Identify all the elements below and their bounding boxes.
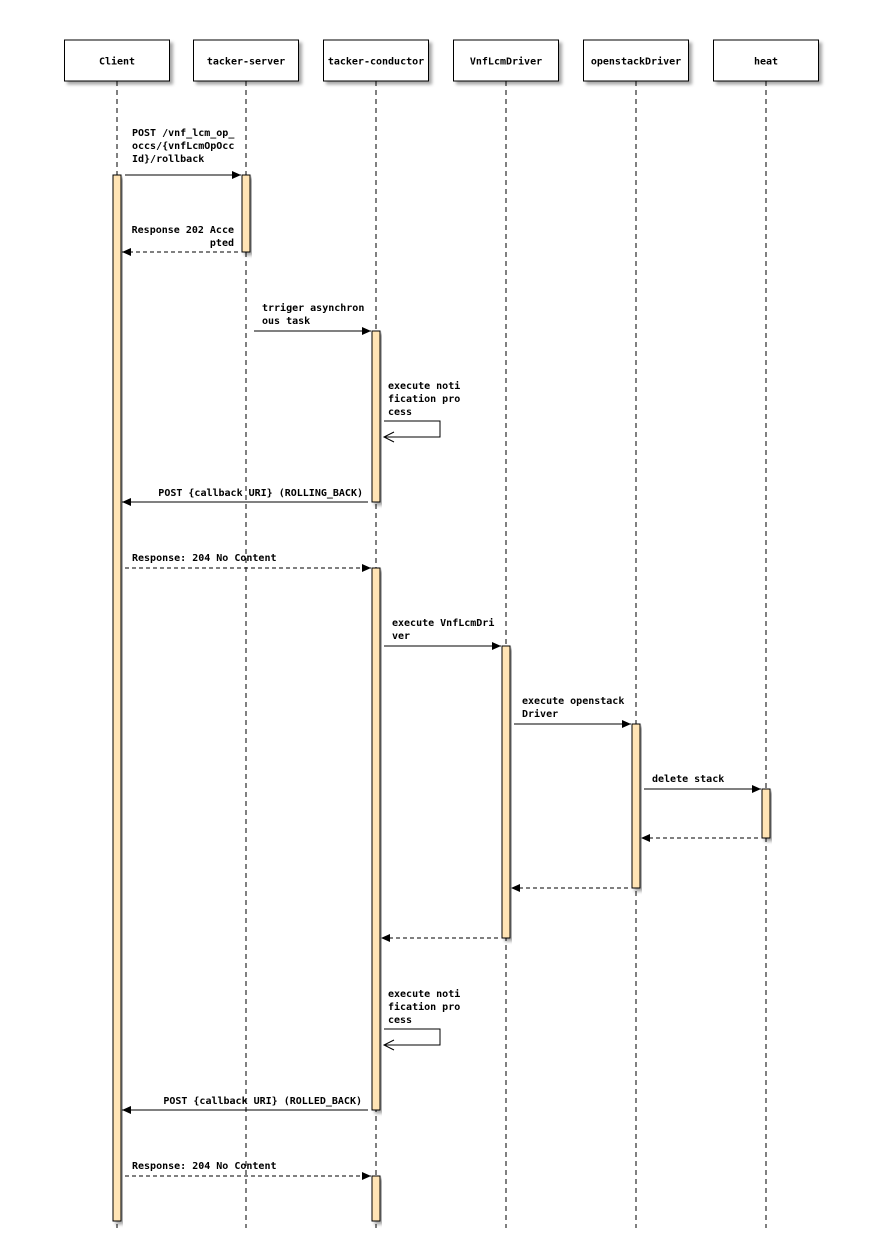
message-label-line: Id}/rollback [132, 154, 204, 165]
message-label: delete stack [652, 774, 724, 785]
message-label-line: execute noti [388, 988, 460, 1000]
arrowhead [362, 327, 371, 335]
activation-tacker-conductor [371, 330, 381, 503]
participant-box [583, 39, 689, 82]
message-label-line: POST {callback URI} (ROLLED_BACK) [163, 1096, 362, 1107]
arrowhead [122, 498, 131, 506]
message-label: Response 202 Acce pted [132, 225, 234, 249]
message-11 [511, 884, 628, 892]
message-label: execute VnfLcmDri ver [392, 617, 494, 642]
participant-label: heat [754, 57, 778, 68]
message-label-line: ous task [262, 316, 310, 327]
message-label-line: cess [388, 1015, 412, 1026]
arrowhead [622, 720, 631, 728]
participant-heat: heat [713, 39, 819, 82]
participant-server: tacker-server [193, 39, 299, 82]
message-5: POST {callback URI} (ROLLING_BACK) [122, 488, 368, 506]
participant-vnflcm: VnfLcmDriver [453, 39, 559, 82]
message-label-line: execute noti [388, 380, 460, 392]
participant-label: VnfLcmDriver [470, 56, 542, 68]
arrowhead [492, 642, 501, 650]
participant-box [453, 39, 559, 82]
arrowhead [122, 1106, 131, 1114]
participant-box [64, 39, 170, 82]
participant-label: openstackDriver [591, 56, 681, 68]
message-label: POST {callback URI} (ROLLING_BACK) [158, 488, 363, 499]
arrowhead [641, 834, 650, 842]
arrowhead [381, 934, 390, 942]
participant-label: tacker-server [207, 57, 285, 68]
message-label-line: ver [392, 631, 410, 642]
message-label-line: execute VnfLcmDri [392, 617, 494, 629]
arrowhead [232, 171, 241, 179]
message-label: Response: 204 No Content [132, 1161, 277, 1172]
message-label-line: Response: 204 No Content [132, 553, 277, 564]
self-message-arrow [384, 1028, 441, 1046]
message-3: trriger asynchron ous task [254, 302, 371, 335]
message-14: POST {callback URI} (ROLLED_BACK) [122, 1096, 368, 1114]
message-label-line: cess [388, 407, 412, 418]
participant-label: Client [99, 56, 135, 68]
message-label-line: fication pro [388, 1001, 460, 1013]
message-label: Response: 204 No Content [132, 553, 277, 564]
arrowhead [752, 785, 761, 793]
activation-tacker-server [241, 174, 251, 253]
activation-client [112, 174, 122, 1222]
participant-box [323, 39, 429, 82]
activation-heat [761, 788, 771, 839]
message-7: execute VnfLcmDri ver [384, 617, 501, 650]
message-label-line: execute openstack [522, 696, 624, 707]
message-label-line: Response: 204 No Content [132, 1161, 277, 1172]
message-label: trriger asynchron ous task [262, 302, 364, 327]
activation-tacker-conductor [371, 1175, 381, 1222]
message-label-line: delete stack [652, 774, 724, 785]
message-label-line: pted [210, 238, 234, 249]
message-9: delete stack [644, 774, 761, 793]
message-label-line: fication pro [388, 393, 460, 405]
activation-openstackdriver [631, 723, 641, 889]
self-message-arrow [384, 420, 441, 438]
message-label-line: trriger asynchron [262, 302, 364, 314]
message-15: Response: 204 No Content [125, 1161, 371, 1180]
activation-tacker-conductor [371, 567, 381, 1111]
message-6: Response: 204 No Content [125, 553, 371, 572]
participant-box [193, 39, 299, 82]
arrowhead [122, 248, 131, 256]
arrowhead-open [382, 431, 395, 443]
message-label: POST {callback URI} (ROLLED_BACK) [163, 1096, 362, 1107]
participant-label: tacker-conductor [328, 57, 424, 68]
message-10 [641, 834, 758, 842]
arrowhead [362, 564, 371, 572]
participant-box [713, 39, 819, 82]
message-12 [381, 934, 498, 942]
arrowhead [362, 1172, 371, 1180]
message-2: Response 202 Acce pted [122, 225, 238, 256]
message-label-line: POST {callback URI} (ROLLING_BACK) [158, 488, 363, 499]
participant-openstack: openstackDriver [583, 39, 689, 82]
arrowhead [511, 884, 520, 892]
participant-client: Client [64, 39, 170, 82]
message-label-line: POST /vnf_lcm_op_ [132, 128, 235, 139]
participant-conductor: tacker-conductor [323, 39, 429, 82]
activation-vnflcmdriver [501, 645, 511, 939]
message-label-line: Driver [522, 708, 558, 720]
arrowhead-open [382, 1039, 395, 1051]
message-label-line: Response 202 Acce [132, 225, 234, 236]
message-label-line: occs/{vnfLcmOpOcc [132, 141, 234, 152]
